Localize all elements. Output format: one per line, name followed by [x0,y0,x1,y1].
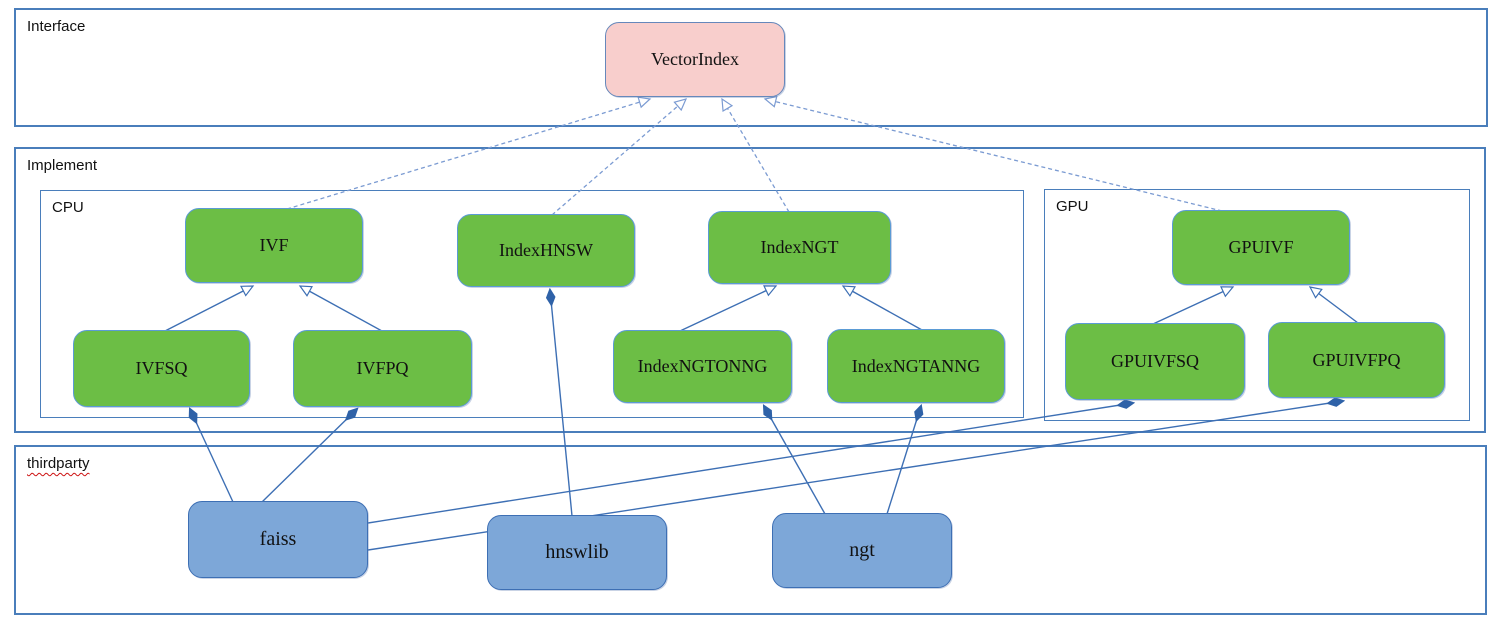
cpu-container-label: CPU [52,199,84,216]
interface-container-label: Interface [27,18,86,35]
node-indexngtonng: IndexNGTONNG [613,330,792,403]
node-gpuivfsq: GPUIVFSQ [1065,323,1245,400]
node-ngt: ngt [772,513,952,588]
node-indexngt: IndexNGT [708,211,891,284]
node-hnswlib: hnswlib [487,515,667,590]
thirdparty-container-label: thirdparty [27,455,90,472]
node-ivfpq: IVFPQ [293,330,472,407]
node-vectorindex: VectorIndex [605,22,785,97]
node-ivfsq: IVFSQ [73,330,250,407]
node-gpuivf: GPUIVF [1172,210,1350,285]
node-indexhnsw: IndexHNSW [457,214,635,287]
gpu-container-label: GPU [1056,198,1089,215]
implement-container-label: Implement [27,157,98,174]
node-gpuivfpq: GPUIVFPQ [1268,322,1445,398]
node-ivf: IVF [185,208,363,283]
node-faiss: faiss [188,501,368,578]
node-indexngtanng: IndexNGTANNG [827,329,1005,403]
